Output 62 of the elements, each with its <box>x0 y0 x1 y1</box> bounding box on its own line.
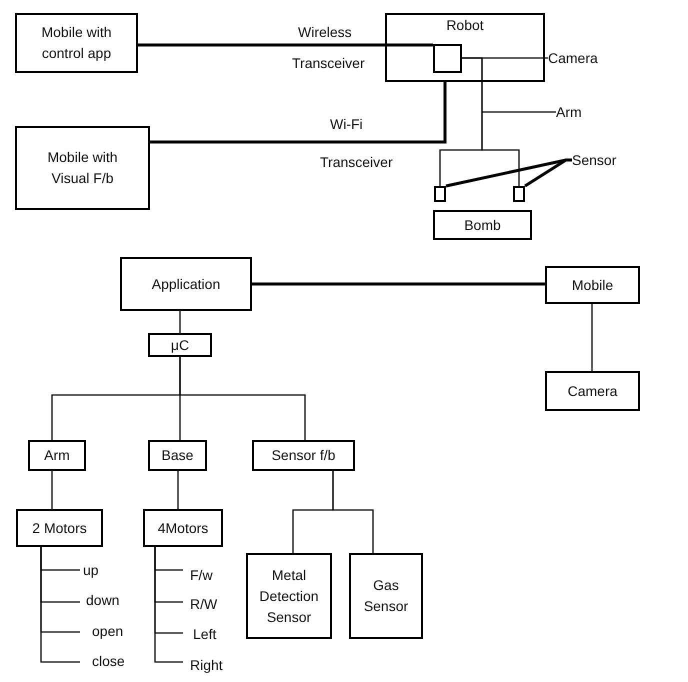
connector-line <box>462 57 520 186</box>
line-label: Wi-Fi <box>330 115 363 134</box>
box-label: Application <box>152 274 220 294</box>
connector-line <box>482 111 556 113</box>
small-box <box>513 186 525 202</box>
text-label: open <box>80 621 130 641</box>
small-box <box>433 44 462 73</box>
connector-line <box>179 311 181 333</box>
text-label: Right <box>183 655 228 675</box>
component-box <box>120 257 252 311</box>
box-label: 2 Motors <box>32 518 87 538</box>
connector-line <box>150 82 446 144</box>
connector-line <box>51 471 53 509</box>
box-label: Gas Sensor <box>362 576 410 616</box>
connector-line <box>252 282 545 286</box>
connector-line <box>177 471 179 509</box>
component-box <box>15 126 150 210</box>
component-box <box>349 553 423 639</box>
component-box <box>385 13 545 82</box>
box-label: Base <box>162 446 194 465</box>
text-label: up <box>80 560 120 580</box>
text-label: F/w <box>183 565 223 585</box>
connector-line <box>591 304 593 371</box>
box-label: Mobile <box>572 276 614 294</box>
connector-line <box>179 357 306 440</box>
component-box <box>252 440 355 471</box>
component-box <box>148 440 207 471</box>
text-label: R/W <box>183 594 223 614</box>
component-box <box>545 371 640 411</box>
box-label: Robot <box>446 16 484 35</box>
connector-line <box>138 44 433 46</box>
component-box <box>143 509 223 547</box>
connector-line <box>154 547 183 663</box>
text-label: Sensor <box>572 150 624 170</box>
connector-line <box>40 547 80 663</box>
box-label: μC <box>170 336 190 355</box>
box-label: Mobile with Visual F/b <box>46 148 119 188</box>
box-label: Metal Detection Sensor <box>258 566 320 626</box>
box-label: Arm <box>44 446 70 465</box>
connector-line <box>524 158 572 188</box>
box-label: Camera <box>568 382 618 400</box>
box-label: Mobile with control app <box>40 23 113 63</box>
box-label: Bomb <box>464 216 501 234</box>
component-box <box>545 266 640 304</box>
box-label: Sensor f/b <box>272 446 336 465</box>
component-box <box>28 440 86 471</box>
component-box <box>148 333 212 357</box>
text-label: Left <box>183 624 223 644</box>
component-box <box>246 553 332 639</box>
component-box <box>16 509 103 547</box>
line-label: Wireless <box>298 23 352 42</box>
connector-line <box>332 471 374 553</box>
text-label: close <box>80 651 130 671</box>
box-label: 4Motors <box>158 518 208 538</box>
text-label: Arm <box>556 102 592 122</box>
small-box <box>434 186 446 202</box>
line-label: Transceiver <box>292 54 365 73</box>
text-label: Camera <box>548 48 606 68</box>
line-label: Transceiver <box>320 153 393 172</box>
component-box <box>15 13 138 73</box>
component-box <box>433 210 532 240</box>
text-label: down <box>80 590 130 610</box>
